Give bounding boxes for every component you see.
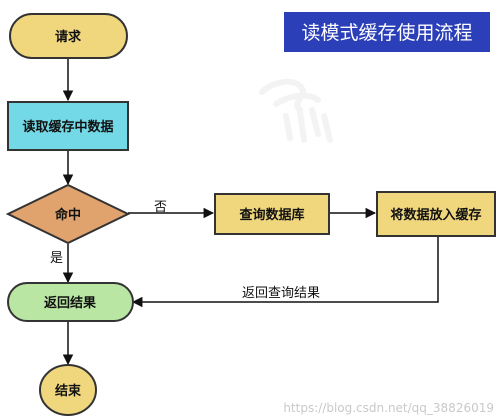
node-return-result: 返回结果 [7, 282, 134, 322]
node-end: 结束 [39, 364, 97, 416]
node-query-db-label: 查询数据库 [238, 207, 304, 223]
node-read-cache-label: 读取缓存中数据 [22, 119, 113, 135]
node-hit-decision: 命中 [5, 183, 131, 245]
node-end-label: 结束 [55, 383, 82, 399]
edge-label-return-query: 返回查询结果 [242, 286, 320, 301]
edge-label-yes: 是 [50, 251, 63, 266]
diagram-title: 读模式缓存使用流程 [301, 22, 472, 44]
edge-put-to-return [131, 236, 439, 308]
watermark: https://blog.csdn.net/qq_38826019 [283, 401, 494, 415]
node-request-label: 请求 [55, 29, 82, 45]
node-hit-label: 命中 [54, 207, 81, 223]
edge-label-no: 否 [154, 200, 167, 215]
title-banner [284, 12, 490, 52]
node-query-db: 查询数据库 [214, 193, 330, 235]
node-put-cache: 将数据放入缓存 [376, 191, 496, 237]
node-put-cache-label: 将数据放入缓存 [390, 207, 481, 223]
edges [62, 58, 439, 366]
node-request: 请求 [9, 13, 128, 59]
node-return-result-label: 返回结果 [44, 295, 96, 311]
decorative-scribble [259, 78, 333, 143]
node-read-cache: 读取缓存中数据 [7, 101, 129, 151]
